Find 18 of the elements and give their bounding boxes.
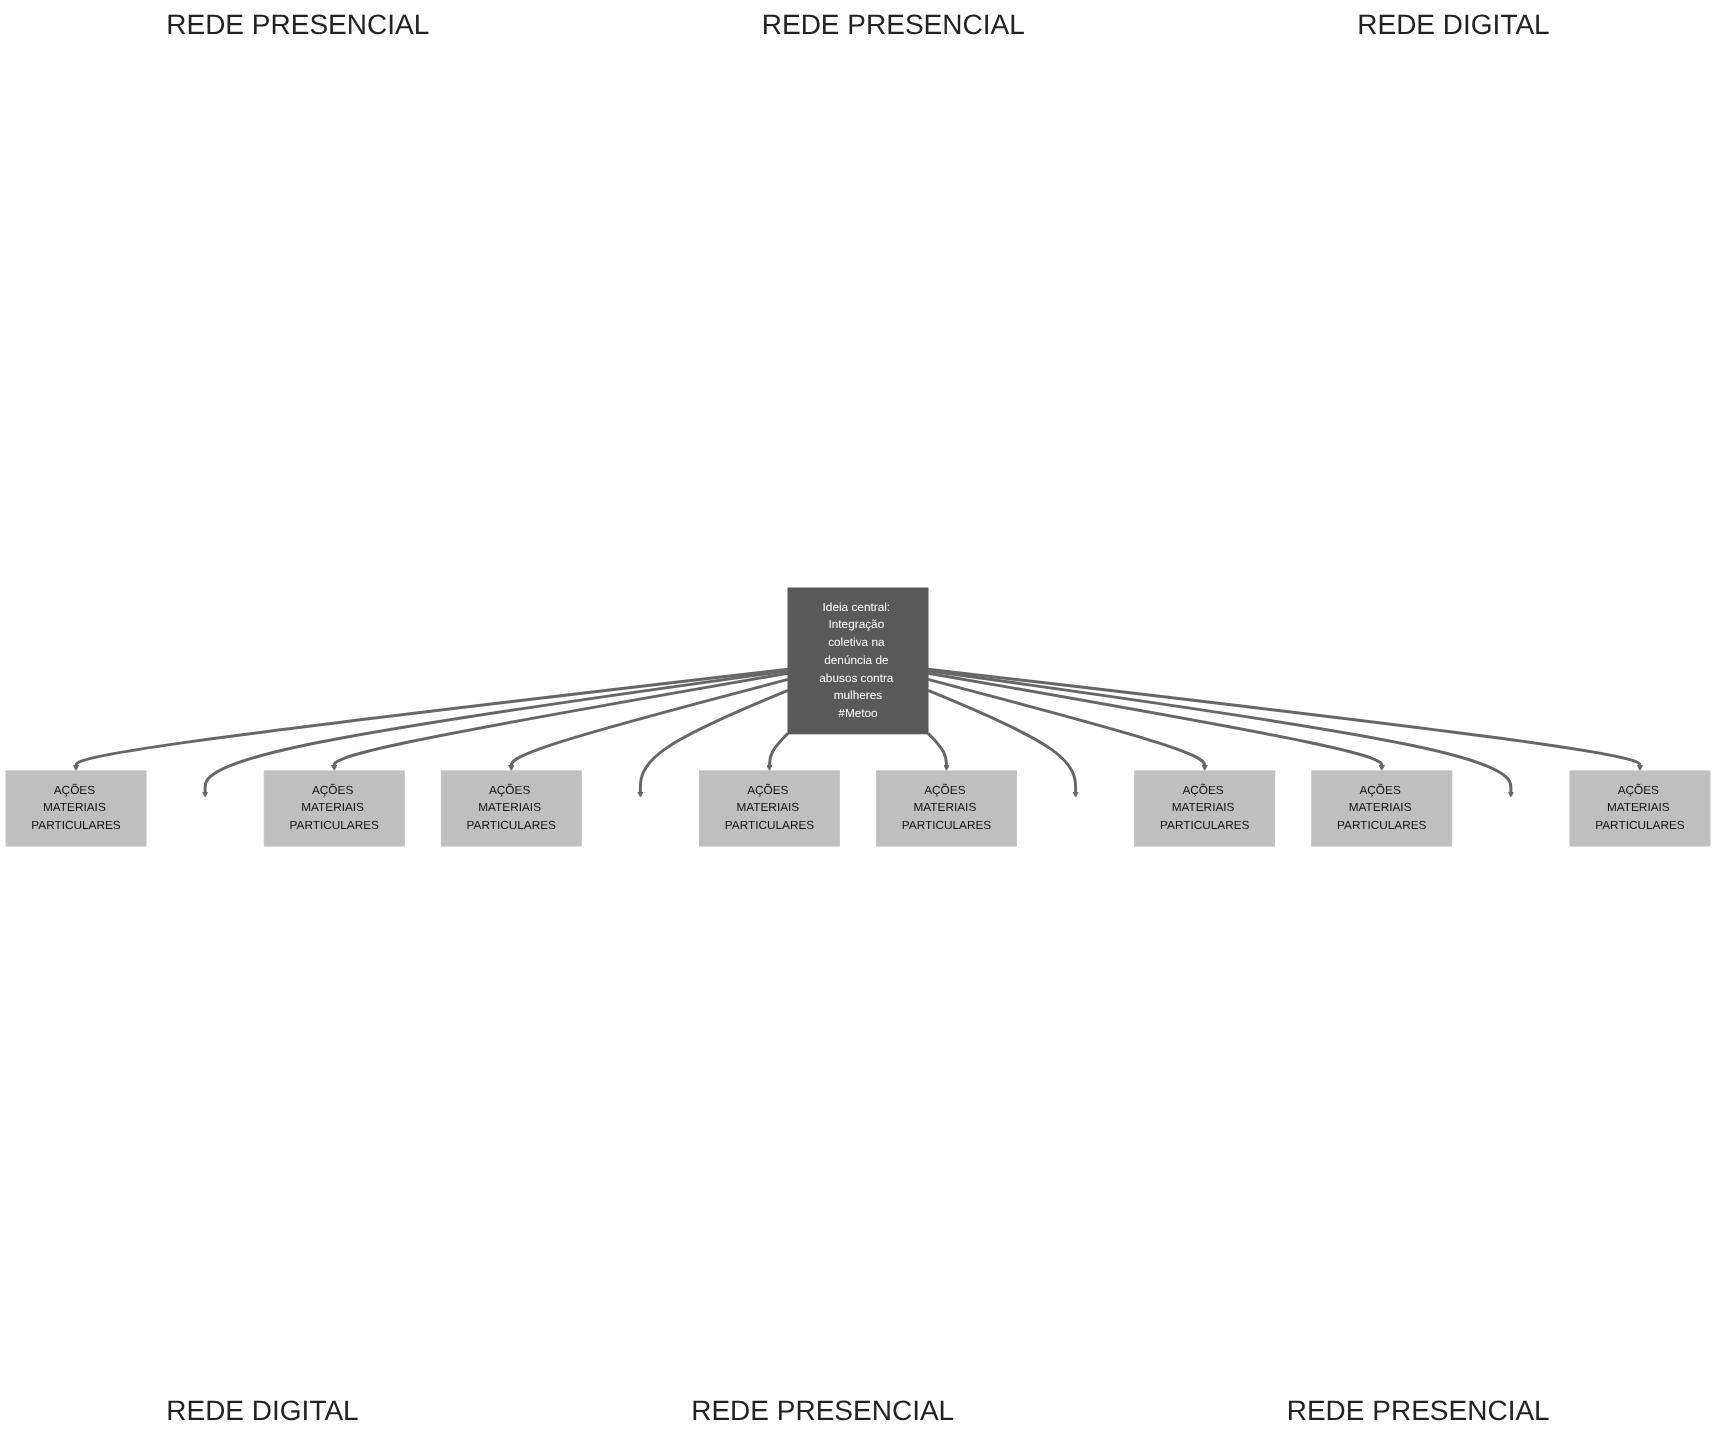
network-label: REDE PRESENCIAL	[1286, 1394, 1550, 1426]
arrow	[927, 669, 1515, 798]
arrow	[927, 678, 1208, 772]
arrow	[927, 667, 1644, 772]
arrow	[331, 671, 789, 772]
arrow	[927, 671, 1385, 772]
network-label: REDE PRESENCIAL	[691, 1394, 955, 1426]
arrow	[927, 689, 1079, 798]
network-label: REDE PRESENCIAL	[761, 8, 1025, 40]
arrow	[201, 669, 789, 798]
arrow	[72, 667, 789, 772]
network-label: REDE DIGITAL	[1357, 8, 1550, 40]
arrow	[766, 732, 789, 772]
arrow	[508, 678, 789, 772]
network-label: REDE DIGITAL	[166, 1394, 359, 1426]
arrow	[927, 732, 950, 772]
network-label: REDE PRESENCIAL	[166, 8, 430, 40]
arrow	[637, 689, 789, 798]
